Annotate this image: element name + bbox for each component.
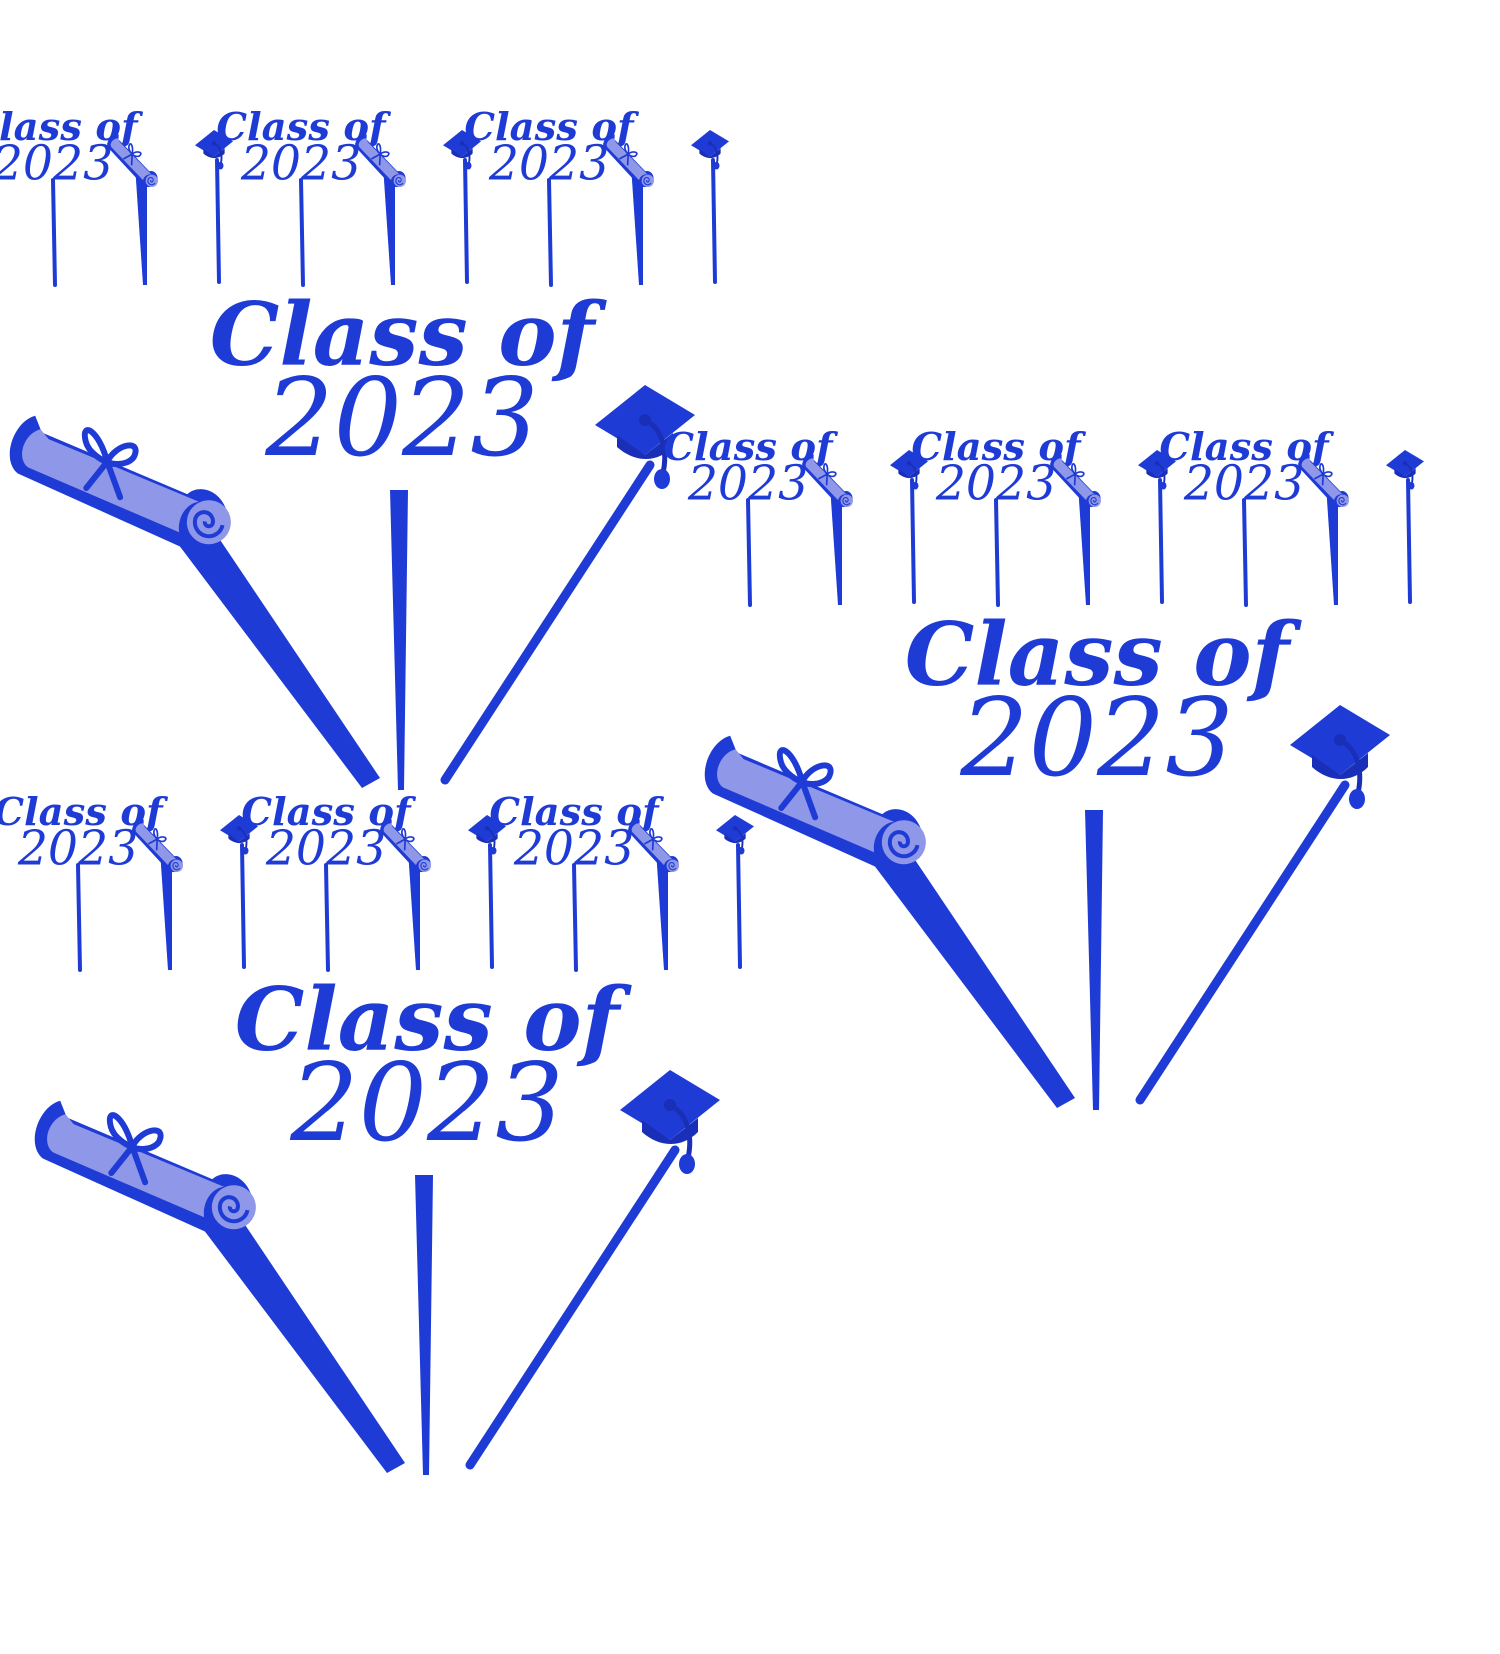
- topper-line2: 2023: [289, 1041, 564, 1166]
- topper-line2: 2023: [687, 457, 808, 512]
- topper-line2: 2023: [513, 822, 634, 877]
- cap-pick-stick: [465, 1145, 680, 1470]
- mini-cap-stick: [736, 843, 742, 969]
- diploma-scroll-icon: [0, 412, 245, 557]
- mini-cap-stick: [1158, 478, 1164, 604]
- cap-pick-stick: [1135, 780, 1350, 1105]
- mini-scroll-stick: [1326, 485, 1338, 605]
- topper-line2: 2023: [488, 137, 609, 192]
- scroll-pick-stick: [185, 1195, 405, 1473]
- mini-cap-stick: [463, 158, 469, 284]
- mini-class-pick-stick: [547, 178, 553, 287]
- topper-line1: Class of: [235, 968, 633, 1071]
- mini-class-pick-stick: [299, 178, 305, 287]
- class-pick-stick: [1085, 810, 1103, 1110]
- topper-line2: 2023: [1183, 457, 1304, 512]
- mini-cap-stick: [711, 158, 717, 284]
- graduation-cap-icon: [715, 814, 755, 856]
- graduation-cap-icon: [690, 129, 730, 171]
- mini-scroll-stick: [656, 850, 668, 970]
- mini-cap-stick: [1406, 478, 1412, 604]
- class-pick-stick: [390, 490, 408, 790]
- mini-scroll-stick: [631, 165, 643, 285]
- topper-line2: 2023: [265, 822, 386, 877]
- mini-cap-stick: [240, 843, 246, 969]
- mini-class-pick-stick: [994, 498, 1000, 607]
- mini-scroll-stick: [160, 850, 172, 970]
- mini-cap-stick: [910, 478, 916, 604]
- topper-line2: 2023: [17, 822, 138, 877]
- mini-scroll-stick: [830, 485, 842, 605]
- mini-class-pick-stick: [324, 863, 330, 972]
- topper-line2: 2023: [959, 676, 1234, 801]
- graduation-cap-icon: [1385, 449, 1425, 491]
- mini-class-pick-stick: [76, 863, 82, 972]
- topper-line1: Class of: [905, 603, 1303, 706]
- class-pick-stick: [415, 1175, 433, 1475]
- mini-class-pick-stick: [51, 178, 57, 287]
- mini-class-pick-stick: [1242, 498, 1248, 607]
- cap-pick-stick: [440, 460, 655, 785]
- mini-scroll-stick: [383, 165, 395, 285]
- mini-scroll-stick: [1078, 485, 1090, 605]
- topper-line2: 2023: [264, 356, 539, 481]
- mini-class-pick-stick: [746, 498, 752, 607]
- mini-cap-stick: [215, 158, 221, 284]
- scroll-pick-stick: [160, 510, 380, 788]
- mini-cap-stick: [488, 843, 494, 969]
- diploma-scroll-icon: [22, 1097, 269, 1242]
- topper-line2: 2023: [0, 137, 113, 192]
- topper-line2: 2023: [240, 137, 361, 192]
- topper-line1: Class of: [210, 283, 608, 386]
- diploma-scroll-icon: [692, 732, 939, 877]
- mini-class-pick-stick: [572, 863, 578, 972]
- mini-scroll-stick: [408, 850, 420, 970]
- mini-scroll-stick: [135, 165, 147, 285]
- scroll-pick-stick: [855, 830, 1075, 1108]
- topper-line2: 2023: [935, 457, 1056, 512]
